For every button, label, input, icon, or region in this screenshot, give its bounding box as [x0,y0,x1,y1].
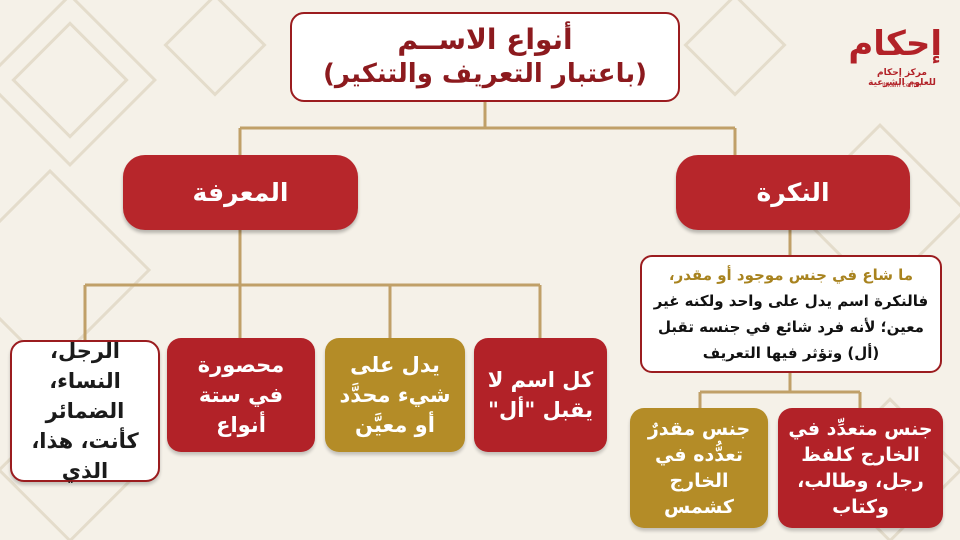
nakira-definition-body: فالنكرة اسم يدل على واحد ولكنه غير معين؛… [653,292,929,362]
logo-tagline: Ihkam center [882,82,922,89]
nakira-definition: ما شاع في جنس موجود أو مقدر، فالنكرة اسم… [640,255,942,373]
title-line-2: (باعتبار التعريف والتنكير) [323,59,647,89]
logo-subtitle: مركز إحكام للعلوم الشرعية [868,68,936,88]
ihkam-logo: إحكام مركز إحكام للعلوم الشرعية Ihkam ce… [848,20,942,100]
title-line-1: أنواع الاســم [397,23,573,56]
logo-word: إحكام [848,24,942,64]
nakira-card-multiple: جنس متعدِّد في الخارج كلفظ رجل، وطالب، و… [778,408,943,528]
nakira-definition-highlight: ما شاع في جنس موجود أو مقدر، [668,266,914,284]
diagram-title: أنواع الاســم (باعتبار التعريف والتنكير) [290,12,680,102]
branch-nakira: النكرة [676,155,910,230]
marifa-card-count: محصورة في ستة أنواع [167,338,315,452]
branch-marifa: المعرفة [123,155,358,230]
marifa-card-definition: يدل على شيء محدَّد أو معيَّن [325,338,465,452]
marifa-card-examples: الرجل، النساء، الضمائر كأنت، هذا، الذي [10,339,160,483]
marifa-card-rule: كل اسم لا يقبل "أل" [474,338,607,452]
nakira-card-estimated: جنس مقدرٌ تعدُّده في الخارج كشمس [630,408,768,528]
